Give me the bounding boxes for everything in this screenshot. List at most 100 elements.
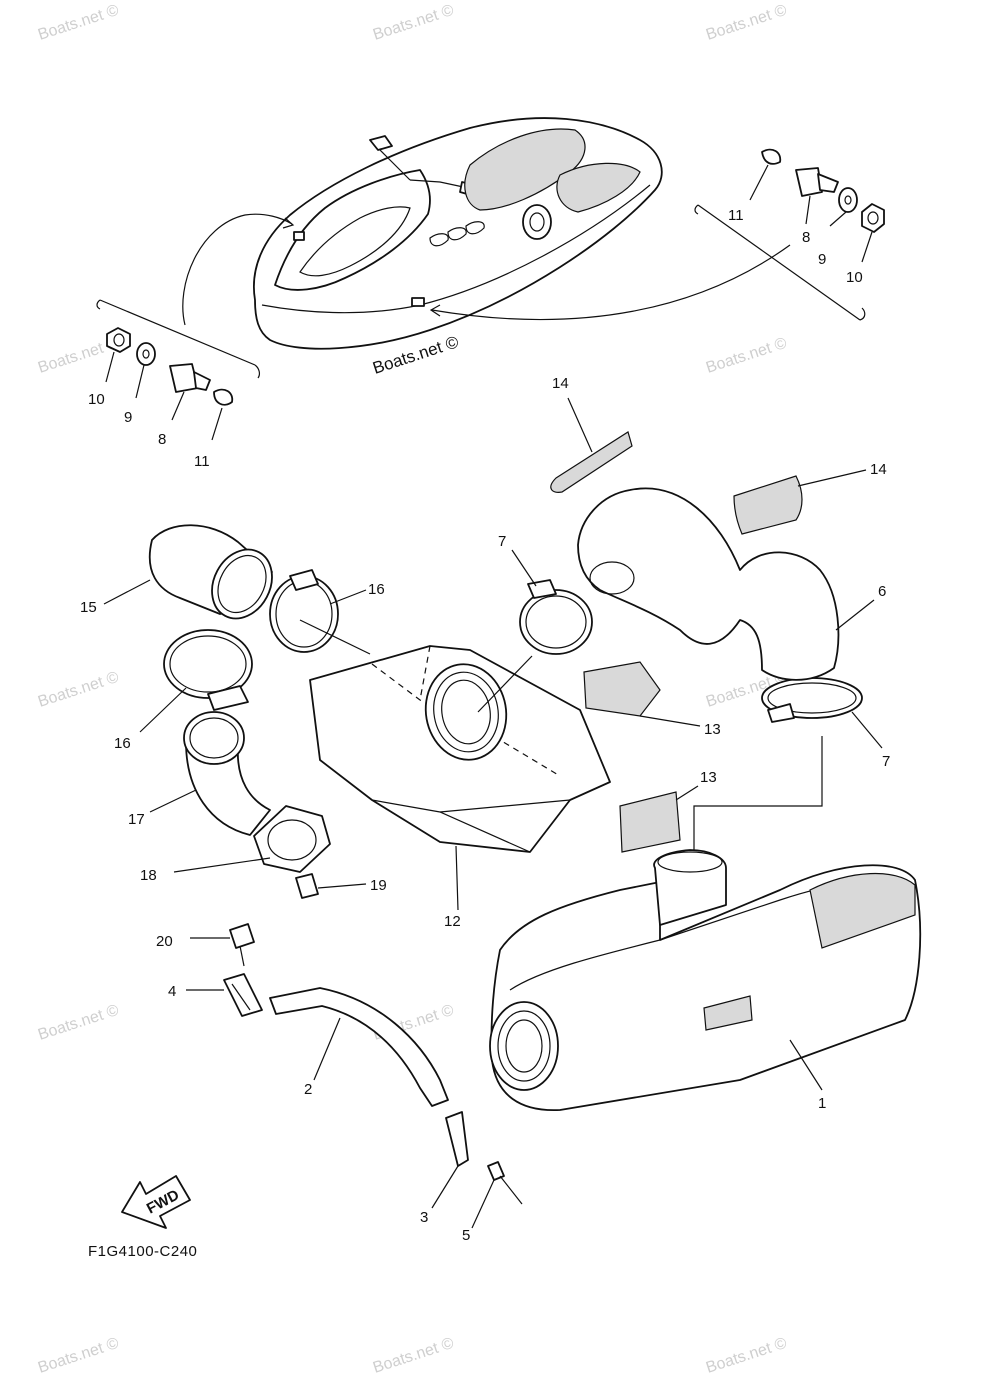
leader-line: [675, 785, 699, 801]
part-label-3: 3: [420, 1209, 428, 1226]
clip-part-11: [761, 148, 782, 165]
pad-part-14: [550, 431, 633, 493]
watermark: Boats.net ©: [704, 335, 789, 377]
part-label-9: 9: [124, 409, 132, 426]
watercraft-illustration: [182, 117, 791, 350]
part-label-10: 10: [88, 391, 105, 408]
watermark: Boats.net ©: [704, 2, 789, 44]
watermark: Boats.net ©: [371, 2, 456, 44]
part-label-15: 15: [80, 599, 97, 616]
leader-line: [139, 687, 187, 733]
leader-line: [789, 1039, 823, 1091]
handlebar-right: [409, 179, 469, 189]
strap-part-2: [269, 987, 449, 1107]
leader-line: [317, 883, 367, 889]
bracket-part-3: [431, 1111, 469, 1209]
leader-line: [455, 845, 459, 911]
part-label-1: 1: [818, 1095, 826, 1112]
deck-nose: [274, 169, 431, 291]
hose-clamp-part-7: [511, 549, 593, 655]
screw-part-5: [471, 1161, 523, 1229]
washer-hole: [142, 349, 150, 359]
group-bracket-end: [254, 364, 261, 379]
arrow-head-icon: [282, 217, 295, 229]
grommet-part-8: [795, 167, 823, 197]
group-bracket-end: [694, 204, 699, 215]
grommet-tip: [817, 173, 839, 193]
grommet-part-8: [169, 363, 199, 393]
muffler-part-1: [489, 736, 922, 1111]
vent: [447, 227, 467, 241]
arrow-head-icon: [429, 304, 441, 317]
part-label-17: 17: [128, 811, 145, 828]
leader-line: [835, 599, 875, 631]
pad-part-13: [583, 661, 661, 717]
part-label-4: 4: [168, 983, 176, 1000]
group-bracket-end: [859, 307, 866, 321]
leader-line: [567, 397, 593, 453]
nut-hole: [867, 211, 879, 225]
hose-clamp-part-16: [269, 569, 367, 653]
washer-part-9: [838, 187, 858, 213]
part-label-6: 6: [878, 583, 886, 600]
leader-line: [431, 1165, 459, 1209]
watermark: Boats.net ©: [36, 2, 121, 44]
nut-part-10: [861, 203, 885, 233]
part-label-7: 7: [498, 533, 506, 550]
leader-line: [851, 711, 883, 749]
leader-line: [471, 1179, 495, 1229]
leader-line: [329, 589, 367, 605]
leader-line: [861, 231, 873, 263]
clip-part-11: [213, 388, 234, 406]
handlebar-left: [374, 144, 411, 181]
part-label-19: 19: [370, 877, 387, 894]
watermark: Boats.net ©: [36, 669, 121, 711]
leader-line: [103, 579, 151, 605]
part-label-5: 5: [462, 1227, 470, 1244]
diagram-code: F1G4100-C240: [88, 1243, 197, 1260]
leader-line: [173, 857, 271, 873]
forward-arrow-icon: FWD: [121, 1175, 191, 1229]
watermark: Boats.net ©: [36, 1335, 121, 1377]
leader-line: [477, 655, 533, 713]
leader-line: [313, 1017, 341, 1081]
grommet-tip: [193, 371, 211, 391]
bolt-part-20: [190, 923, 255, 967]
pointer-arrow-right: [431, 244, 791, 321]
leader-line: [749, 164, 769, 201]
hood: [299, 206, 411, 277]
part-label-11: 11: [194, 453, 210, 470]
elbow-hose-part-15: [103, 524, 273, 620]
bolt-part-19: [295, 873, 367, 899]
part-label-18: 18: [140, 867, 157, 884]
watermark: Boats.net ©: [371, 1335, 456, 1377]
intake-silencer-part-12: [299, 619, 611, 911]
leader-line: [299, 619, 371, 655]
part-labels: 1 2 3 4 5 6 7 7 8 8 9 9 10 10 11 11 12 1…: [80, 207, 890, 1244]
washer-part-9: [136, 342, 156, 366]
pointer-arrow-left: [182, 213, 293, 326]
elbow-part-17: [149, 711, 271, 836]
hose-clamp-part-16: [139, 629, 253, 733]
leader-line: [639, 715, 701, 727]
group-bracket-line: [697, 204, 861, 321]
intake-hose-part-6: [577, 487, 875, 681]
intake-port: [522, 204, 552, 240]
hull-rail: [261, 184, 651, 314]
pad-part-14: [733, 475, 803, 535]
intake-port-inner: [529, 212, 545, 232]
part-label-9: 9: [818, 251, 826, 268]
hardware-group-right: [694, 148, 885, 321]
assembly-line: [693, 736, 823, 866]
mount-boss-front: [293, 231, 305, 241]
part-label-8: 8: [802, 229, 810, 246]
watermark: Boats.net ©: [704, 1335, 789, 1377]
group-bracket-line: [99, 299, 256, 366]
mount-boss-rear: [411, 297, 425, 307]
part-label-13: 13: [704, 721, 721, 738]
part-label-14: 14: [870, 461, 887, 478]
pad-part-13: [619, 791, 681, 853]
part-label-11: 11: [728, 207, 744, 224]
leader-line: [211, 407, 223, 441]
